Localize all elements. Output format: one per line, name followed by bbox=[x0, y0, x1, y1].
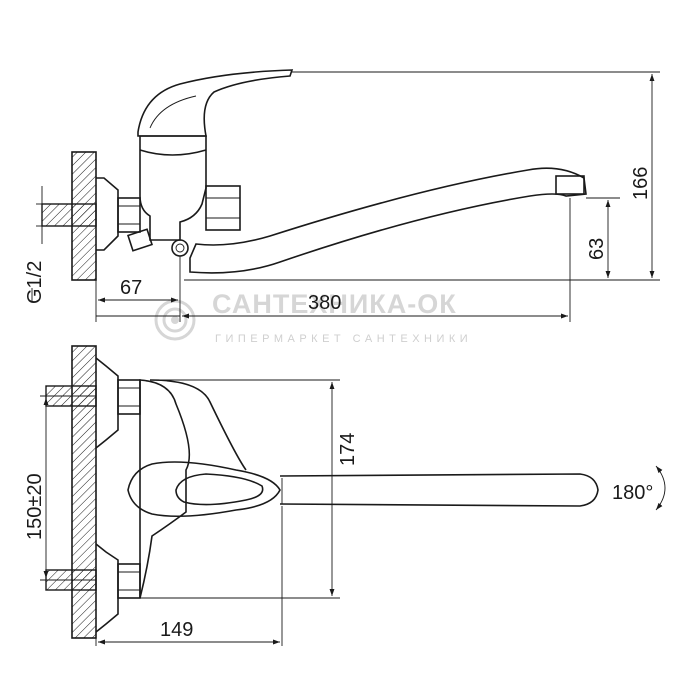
top-body-depth-dimension: 149 bbox=[95, 506, 283, 646]
dim-total-height-label: 166 bbox=[630, 167, 652, 200]
dim-spout-reach-label: 380 bbox=[308, 292, 341, 314]
side-faucet-body bbox=[137, 69, 294, 241]
dim-outlet-height-label: 63 bbox=[586, 238, 608, 260]
top-spout bbox=[279, 473, 599, 507]
side-spout bbox=[189, 167, 587, 274]
thread-label: G1/2 bbox=[24, 261, 46, 304]
side-vertical-dimensions: 63 166 bbox=[184, 71, 660, 281]
side-diverter-valve bbox=[127, 185, 241, 257]
side-view: G1/2 67 380 63 166 bbox=[24, 69, 660, 322]
thread-dimension: G1/2 bbox=[24, 186, 48, 304]
rotation-indicator: 180° bbox=[612, 465, 666, 511]
dim-body-height-label: 174 bbox=[337, 433, 359, 466]
top-faucet-body bbox=[139, 379, 247, 599]
top-view: 180° 150±20 174 149 bbox=[24, 345, 666, 646]
rotation-label: 180° bbox=[612, 482, 653, 504]
dim-center-distance-label: 150±20 bbox=[24, 473, 46, 540]
watermark-logo-icon bbox=[154, 299, 196, 341]
top-handle bbox=[127, 461, 281, 518]
side-horizontal-dimensions: 67 380 bbox=[95, 198, 571, 322]
top-center-distance-dimension: 150±20 bbox=[24, 395, 96, 581]
side-hex-nut bbox=[117, 197, 141, 233]
top-body-height-dimension: 174 bbox=[140, 379, 359, 599]
side-thread-connector bbox=[41, 203, 97, 227]
watermark-tagline: ГИПЕРМАРКЕТ САНТЕХНИКИ bbox=[215, 333, 472, 345]
dim-body-depth-label: 149 bbox=[160, 619, 193, 641]
dim-offset-label: 67 bbox=[120, 277, 142, 299]
